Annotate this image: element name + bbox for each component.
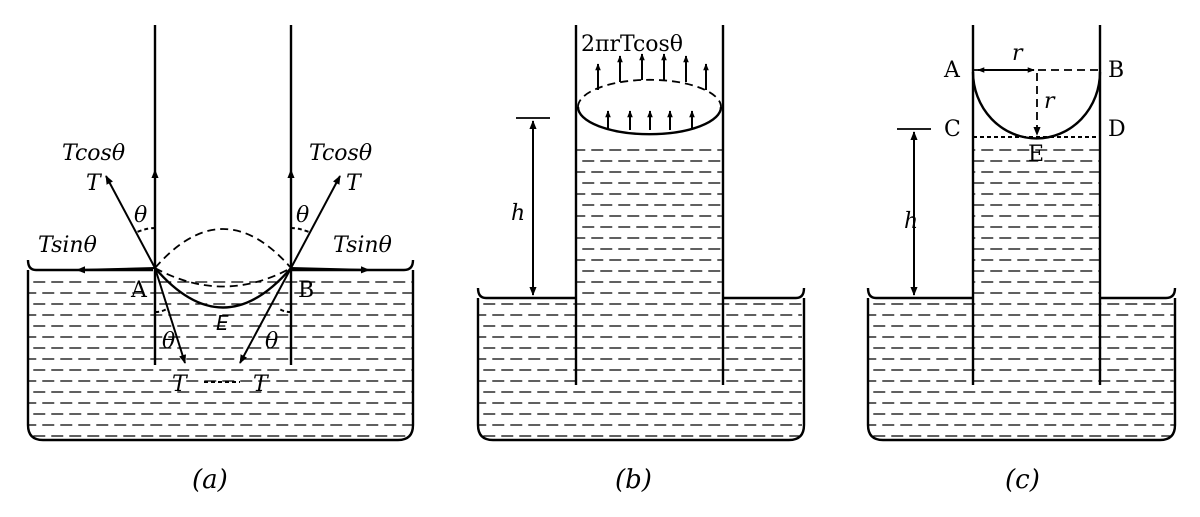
beaker-b [476, 287, 806, 442]
label-t-right: T [346, 171, 363, 196]
label-radius-vertical-c: r [1044, 89, 1056, 114]
label-tsin-left: Tsinθ [38, 233, 97, 258]
label-point-e-c: E [1028, 142, 1044, 167]
meniscus-c [971, 71, 1102, 140]
meniscus-ellipse-lower-b [576, 106, 723, 136]
arrow-t-down-right [239, 267, 292, 364]
label-t-bottom-left: T [172, 372, 189, 397]
theta-arc-left-top [136, 227, 156, 233]
label-h-b: h [511, 201, 525, 226]
liquid-hatching-c [868, 149, 1174, 437]
arrow-t-left [105, 175, 156, 269]
arrow-tsin-left [76, 266, 156, 274]
caption-c: (c) [1005, 465, 1040, 495]
panel-c: A B C D E r r h (c) [866, 25, 1177, 495]
theta-arc-left-bottom [154, 307, 169, 313]
liquid-hatching-a [28, 281, 412, 437]
arrow-t-right [290, 175, 341, 269]
label-theta-right-top: θ [296, 203, 309, 228]
beaker-c [866, 287, 1177, 442]
label-point-b-c: B [1108, 58, 1124, 83]
label-radius-top-c: r [1012, 41, 1024, 66]
upward-force-arrows-b [595, 53, 709, 130]
label-point-a: A [130, 278, 148, 303]
liquid-hatching-b [478, 149, 802, 437]
meniscus-lower-dashed-a [154, 267, 292, 288]
caption-a: (a) [192, 465, 228, 495]
label-force-b: 2πrTcosθ [581, 32, 683, 57]
label-tcos-left: Tcosθ [62, 141, 125, 166]
arrow-tsin-right [290, 266, 370, 274]
label-theta-right-bottom: θ [265, 329, 278, 354]
label-theta-left-bottom: θ [162, 329, 175, 354]
theta-arc-right-bottom [277, 307, 292, 313]
label-point-a-c: A [943, 58, 961, 83]
beaker-a [26, 259, 415, 442]
label-point-b: B [298, 278, 314, 303]
label-point-e: E [216, 311, 229, 335]
label-t-left: T [86, 171, 103, 196]
meniscus-a [154, 267, 292, 309]
tube-interior-a [157, 270, 289, 271]
theta-arc-right-top [290, 227, 310, 233]
label-tsin-right: Tsinθ [333, 233, 392, 258]
panel-a: Tcosθ T θ Tsinθ A θ T Tcosθ T θ Tsinθ B … [26, 25, 415, 495]
caption-b: (b) [615, 465, 652, 495]
arrow-t-down-left [154, 267, 186, 364]
meniscus-upper-dashed-a [154, 228, 292, 269]
meniscus-ellipse-upper-b [577, 78, 722, 108]
label-point-c-c: C [944, 117, 961, 142]
label-tcos-right: Tcosθ [309, 141, 372, 166]
label-point-d-c: D [1108, 117, 1126, 142]
label-theta-left-top: θ [134, 203, 147, 228]
label-t-bottom-right: T [253, 372, 270, 397]
label-h-c: h [904, 209, 918, 234]
panel-b: h 2πrTcosθ (b) [476, 25, 806, 495]
